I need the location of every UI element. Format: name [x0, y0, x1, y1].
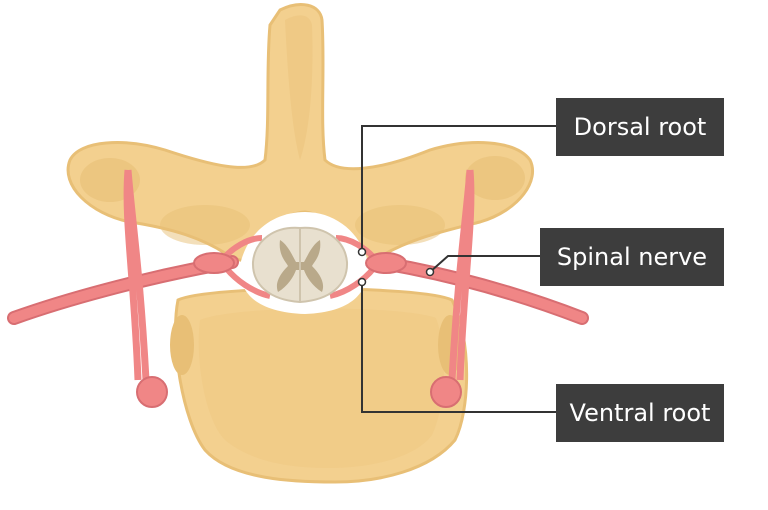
ventral-root-leader — [361, 282, 556, 413]
right-dorsal-root-ganglion — [365, 252, 407, 274]
left-lamina-shade — [160, 205, 250, 245]
spinal-nerve-pointer — [425, 267, 435, 277]
right-spinal-nerve-fill — [373, 257, 587, 323]
right-ramus — [448, 169, 475, 381]
spinal-nerve-label: Spinal nerve — [540, 228, 724, 286]
ventral-root-label: Ventral root — [556, 384, 724, 442]
left-dorsal-root-ganglion — [193, 252, 235, 274]
left-spinal-nerve-fill — [9, 257, 237, 323]
dorsal-root-label: Dorsal root — [556, 98, 724, 156]
right-ganglion-bulb — [430, 376, 462, 408]
left-ganglion-bulb — [136, 376, 168, 408]
ventral-root-pointer — [357, 277, 367, 287]
right-transverse-shade — [465, 156, 525, 200]
left-ramus — [123, 169, 150, 381]
vertebral-body-shadow — [198, 308, 444, 468]
right-ventral-root — [329, 266, 377, 299]
spinal-nerve-leader — [429, 255, 540, 273]
spinous-shade — [285, 15, 313, 160]
right-lamina-shade — [355, 205, 445, 245]
dorsal-root-pointer — [357, 247, 367, 257]
dorsal-root-leader — [361, 125, 556, 252]
left-ventral-root — [223, 266, 271, 299]
body-left-facet — [170, 315, 194, 375]
